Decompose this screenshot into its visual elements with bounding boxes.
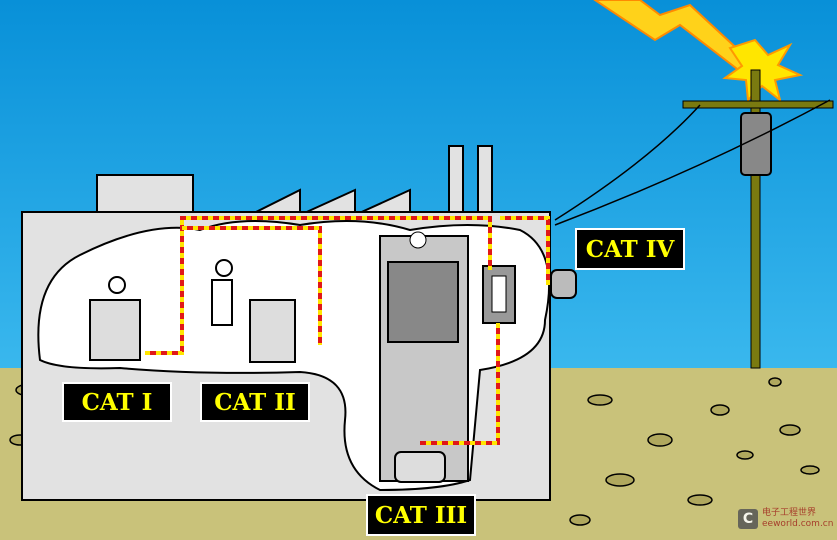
cat-iii-label: CAT III <box>366 494 476 536</box>
cat-i-label: CAT I <box>62 382 172 422</box>
cat-iv-label: CAT IV <box>575 228 685 270</box>
wiring-path <box>145 216 550 445</box>
utility-pole <box>554 69 834 369</box>
cat-ii-label: CAT II <box>200 382 310 422</box>
drill-press <box>249 299 296 363</box>
factory-building <box>21 145 577 501</box>
eeworld-watermark: C 电子工程世界 eeworld.com.cn <box>738 502 835 536</box>
computer-workstation <box>89 299 141 361</box>
motor <box>394 451 446 483</box>
watermark-chinese: 电子工程世界 <box>762 508 817 518</box>
eeworld-logo-icon: C <box>738 509 758 529</box>
watermark-site: eeworld.com.cn <box>762 519 834 529</box>
service-meter <box>550 269 577 299</box>
